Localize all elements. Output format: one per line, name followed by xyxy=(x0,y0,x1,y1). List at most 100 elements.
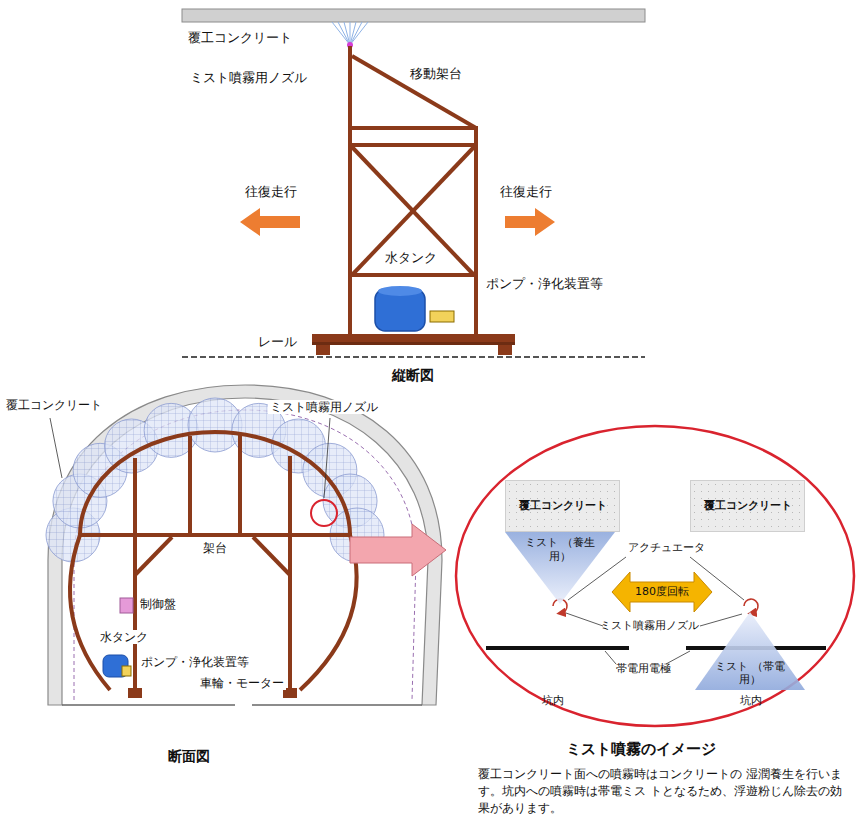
part-label: ミスト噴霧用ノズル xyxy=(190,70,307,86)
lining-concrete-box: 覆工コンクリート xyxy=(505,480,620,532)
platform xyxy=(316,345,330,355)
part-label: 水タンク xyxy=(385,250,437,266)
mist-cone: ミスト （帯電用） xyxy=(695,612,805,690)
moving-frame xyxy=(352,147,474,275)
inset-ellipse xyxy=(456,426,854,726)
cross-frame xyxy=(70,432,357,690)
part-label: アクチュエータ xyxy=(628,541,705,554)
rail xyxy=(182,356,645,358)
inset-leader xyxy=(566,557,744,664)
travel-arrow xyxy=(505,208,555,236)
pump-unit xyxy=(430,311,454,322)
figure-title: 縦断図 xyxy=(392,367,434,384)
cross-frame xyxy=(238,433,242,535)
spray-fan xyxy=(332,22,350,45)
ceiling-concrete xyxy=(182,9,645,22)
cross-frame xyxy=(78,533,352,537)
part-label: 車輪・モーター xyxy=(198,676,286,690)
inset-ellipse xyxy=(456,426,854,726)
part-label: ミスト噴霧用ノズル xyxy=(268,400,380,414)
spray-fan xyxy=(350,22,351,45)
note-text: 覆工コンクリート面への噴霧時はコンクリートの 湿潤養生を行います。坑内への噴霧時… xyxy=(478,766,850,816)
spray-fan xyxy=(350,22,362,45)
ceiling-concrete xyxy=(182,9,645,22)
cross-frame xyxy=(188,436,192,535)
rotation-arc xyxy=(744,599,758,613)
leader-line xyxy=(50,418,330,498)
cross-frame xyxy=(253,537,290,575)
rotation-arrow: 180度回転 xyxy=(612,572,712,612)
spray-fan xyxy=(338,22,350,45)
control-panel xyxy=(120,598,133,613)
node-text: ミスト （帯電用） xyxy=(715,660,785,688)
travel-arrow xyxy=(240,208,555,236)
water-tank xyxy=(375,286,425,331)
floor xyxy=(62,704,422,706)
part-label: ポンプ・浄化装置等 xyxy=(141,655,249,669)
lining-concrete-box: 覆工コンクリート xyxy=(690,480,805,532)
node-text: 覆工コンクリート xyxy=(704,499,792,513)
node-shape xyxy=(695,612,805,690)
part-label: 移動架台 xyxy=(410,66,462,82)
part-label: 制御盤 xyxy=(140,597,176,611)
inset-leader xyxy=(566,613,603,626)
moving-frame xyxy=(350,273,476,277)
spray-fan xyxy=(344,22,350,45)
platform xyxy=(498,345,512,355)
moving-frame xyxy=(350,143,476,147)
area-label: 坑内 xyxy=(740,694,762,707)
part-label: 覆工コンクリート xyxy=(6,398,102,412)
pump-unit xyxy=(430,311,454,322)
floor xyxy=(62,704,235,706)
inset-leader xyxy=(700,614,742,626)
moving-frame xyxy=(474,126,478,338)
highlight-circle xyxy=(311,500,337,526)
leader-line xyxy=(50,418,62,478)
pump-small xyxy=(122,666,131,676)
platform xyxy=(312,334,515,355)
figure-title: 断面図 xyxy=(168,748,210,765)
travel-arrow xyxy=(240,208,300,236)
leader-line xyxy=(324,418,330,498)
part-label: ミスト噴霧用ノズル xyxy=(600,619,699,632)
node-text: 180度回転 xyxy=(635,585,689,599)
node-shape xyxy=(505,532,615,604)
moving-frame xyxy=(350,46,476,338)
highlight-circle xyxy=(311,500,337,526)
platform xyxy=(312,342,515,345)
floor xyxy=(252,704,422,706)
water-tank xyxy=(378,286,422,296)
spray-fan xyxy=(332,22,368,45)
part-label: 帯電用電極 xyxy=(616,662,671,675)
moving-frame xyxy=(352,56,476,128)
travel-label: 往復走行 xyxy=(500,184,552,200)
part-label: 架台 xyxy=(203,541,227,555)
part-label: ポンプ・浄化装置等 xyxy=(486,276,603,292)
moving-frame xyxy=(348,46,352,338)
moving-frame xyxy=(352,147,474,275)
rail xyxy=(182,356,645,358)
wheel xyxy=(128,688,142,698)
cross-frame xyxy=(80,432,350,535)
pump-small xyxy=(122,666,131,676)
travel-label: 往復走行 xyxy=(245,184,297,200)
pointer-arrow xyxy=(350,524,446,576)
part-label: 水タンク xyxy=(98,630,150,644)
mist-bubble xyxy=(46,398,384,562)
electrode-bar xyxy=(486,646,629,650)
control-panel xyxy=(120,598,133,613)
figure-title: ミスト噴霧のイメージ xyxy=(566,740,716,758)
node-text: ミスト （養生用） xyxy=(525,536,595,564)
mist-cone: ミスト （養生用） xyxy=(505,532,615,604)
node-text: 覆工コンクリート xyxy=(519,499,607,513)
platform xyxy=(312,334,515,342)
pointer-arrow xyxy=(350,524,446,576)
part-label: 覆工コンクリート xyxy=(188,30,292,46)
moving-frame xyxy=(350,126,476,130)
inset-leader xyxy=(605,651,616,664)
area-label: 坑内 xyxy=(542,694,564,707)
cross-frame xyxy=(300,535,357,690)
node-shape xyxy=(612,572,712,612)
